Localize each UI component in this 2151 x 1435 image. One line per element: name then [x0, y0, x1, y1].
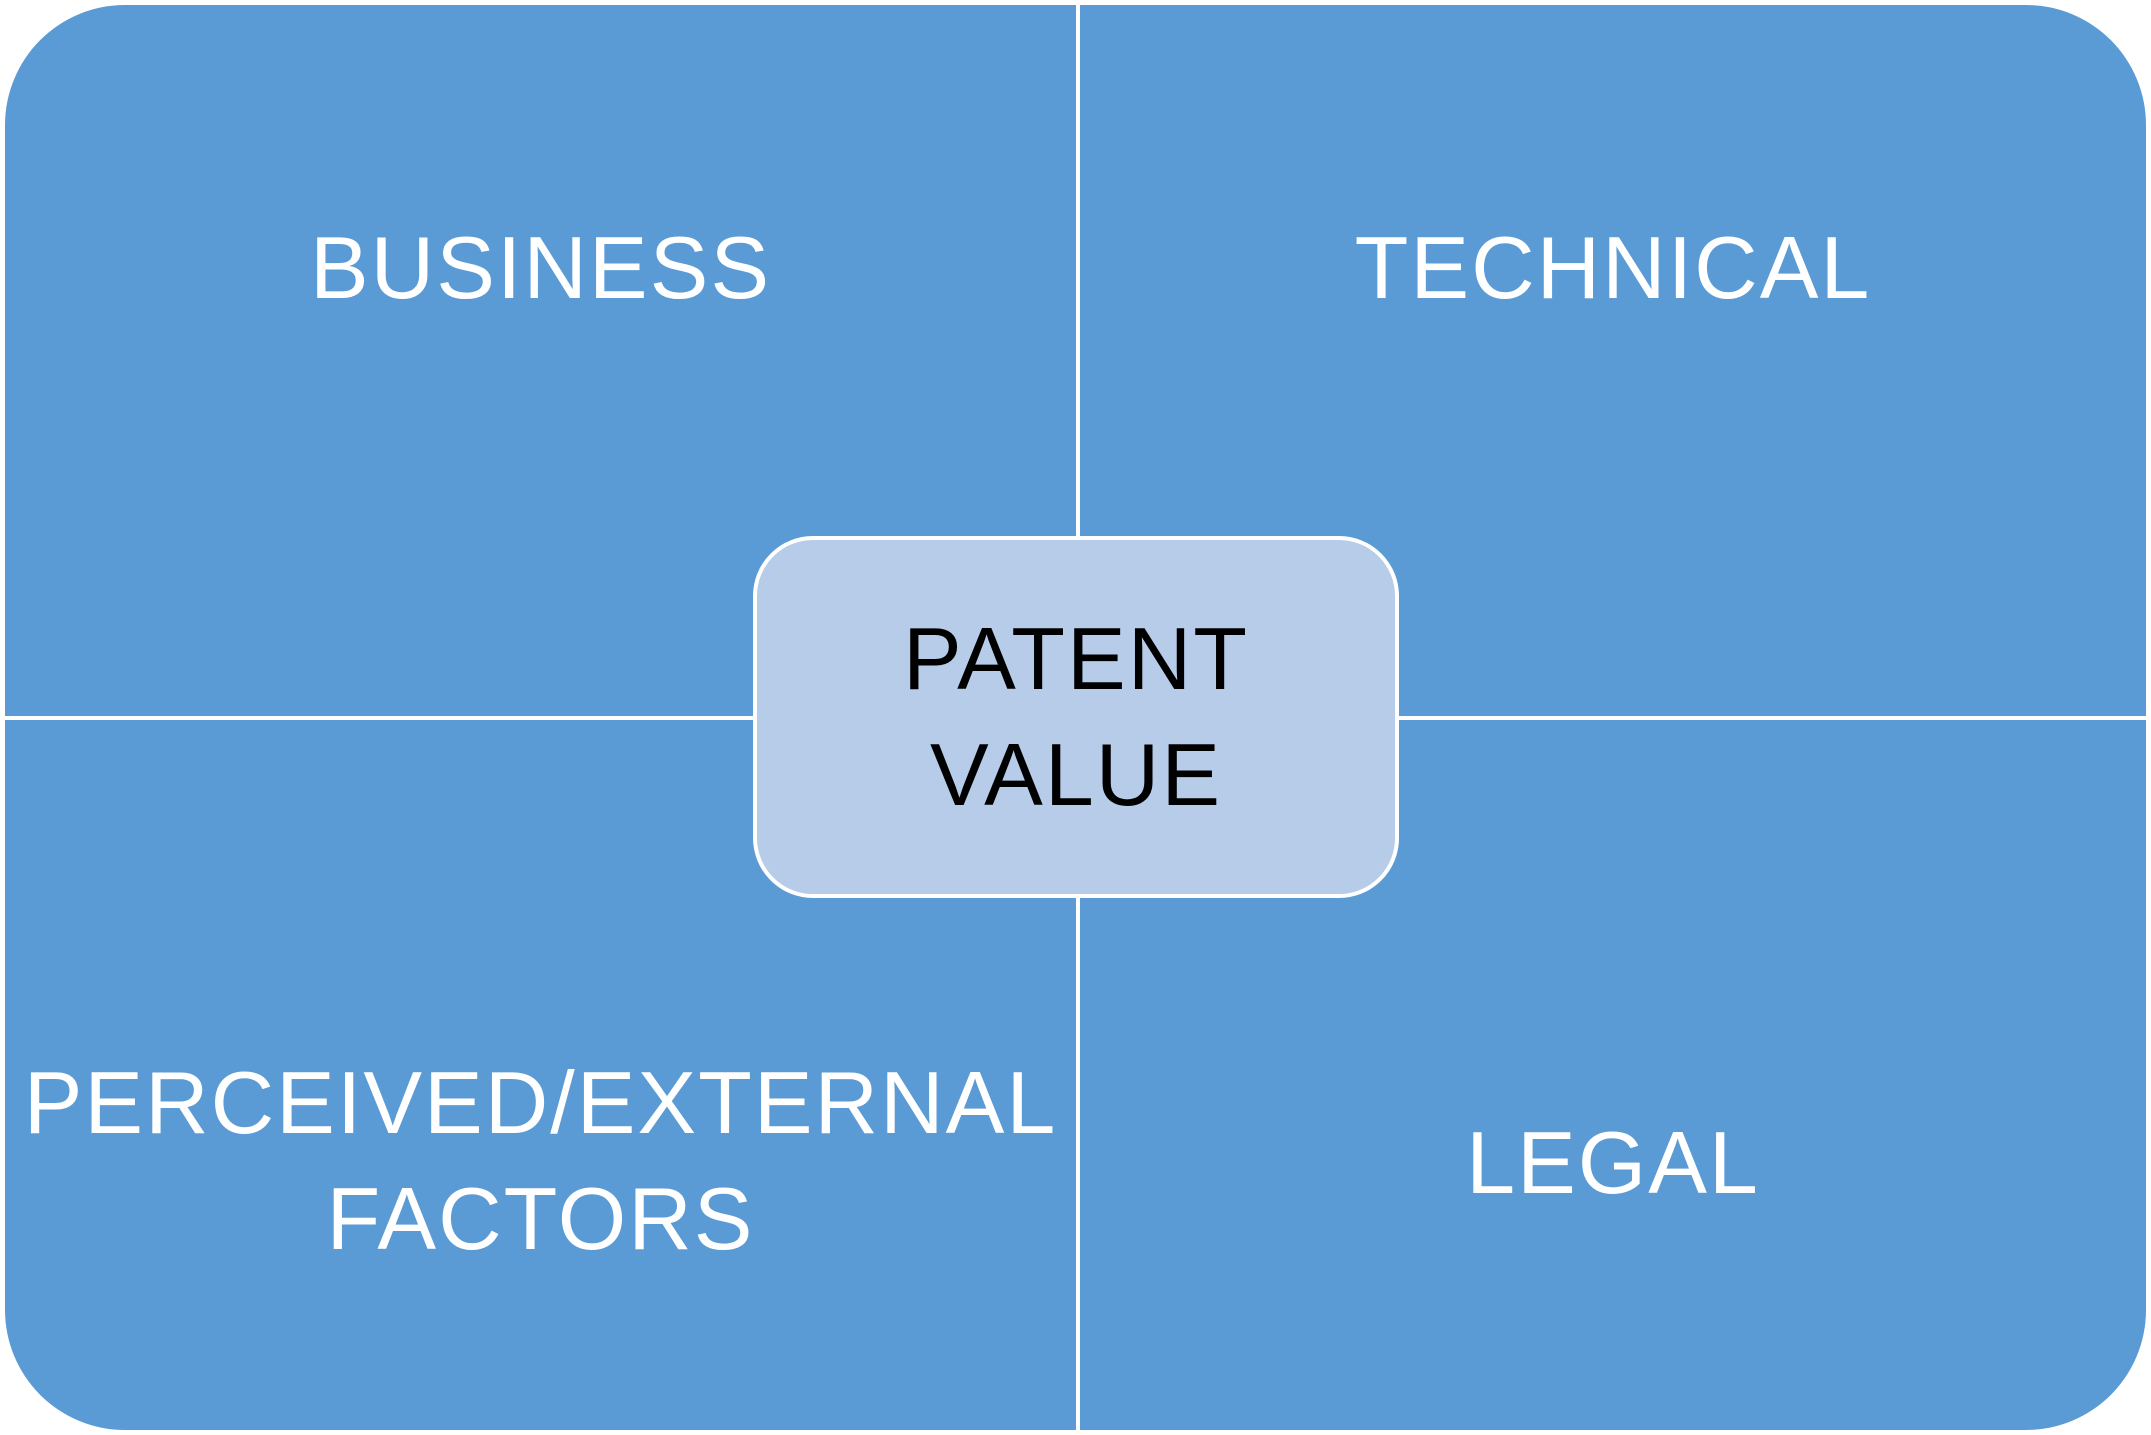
technical-label: TECHNICAL: [1354, 218, 1872, 317]
legal-label: LEGAL: [1466, 1113, 1760, 1212]
perceived-external-factors-label: PERCEIVED/EXTERNAL FACTORS: [5, 1045, 1076, 1277]
patent-value-label: PATENT VALUE: [903, 601, 1249, 833]
business-label: BUSINESS: [309, 218, 772, 317]
value-line: VALUE: [929, 725, 1223, 824]
patent-value-box: PATENT VALUE: [753, 536, 1399, 898]
perceived-external-line: PERCEIVED/EXTERNAL: [23, 1053, 1058, 1152]
patent-line: PATENT: [902, 609, 1250, 708]
factors-line: FACTORS: [326, 1169, 755, 1268]
